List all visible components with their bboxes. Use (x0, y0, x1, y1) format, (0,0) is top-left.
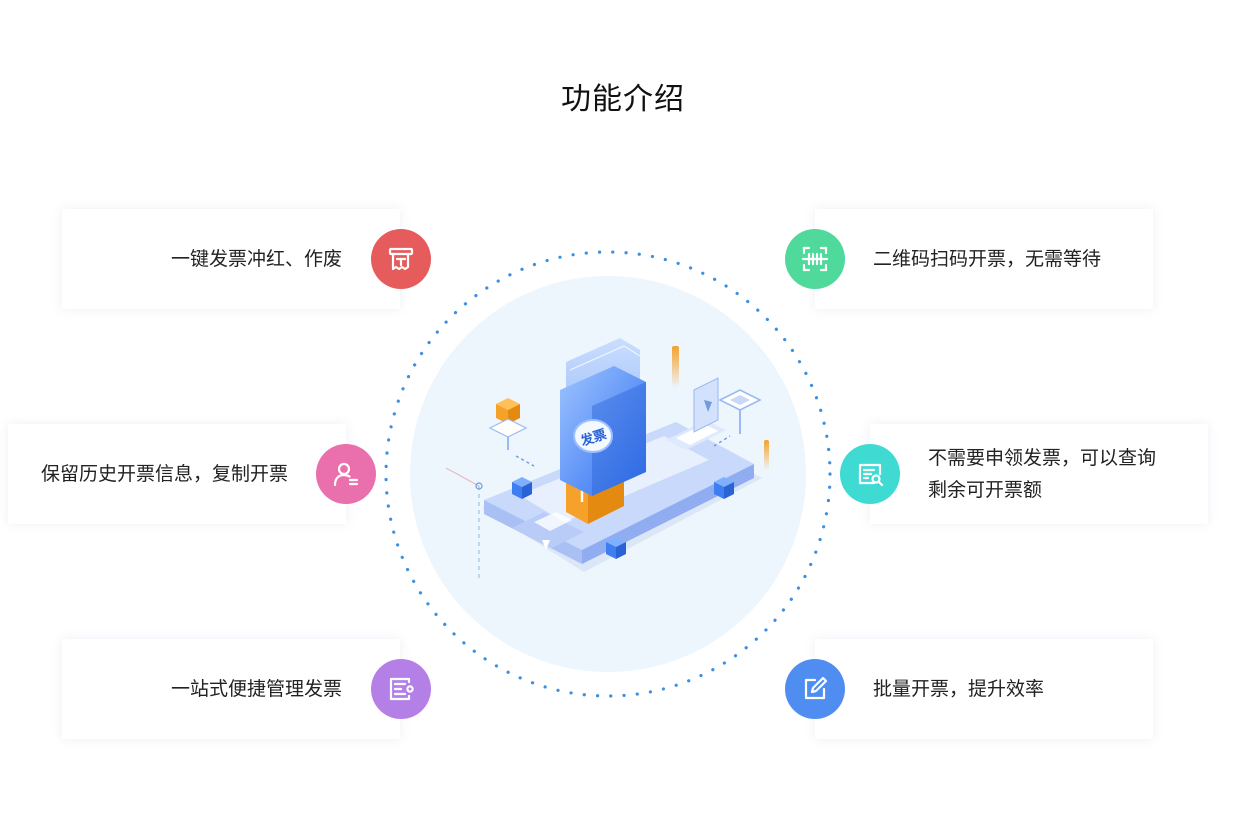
invoice-machine-illustration: 发票 (384, 250, 832, 698)
cube-right (714, 477, 734, 499)
center-illustration: 发票 (384, 250, 832, 698)
feature-text: 不需要申领发票，可以查询 剩余可开票额 (928, 442, 1156, 506)
page-title: 功能介绍 (561, 82, 685, 117)
feature-card-void-invoice: 一键发票冲红、作废 (62, 209, 400, 309)
feature-text: 批量开票，提升效率 (873, 678, 1045, 700)
cube-bottom (606, 537, 626, 559)
feature-text-line-2: 剩余可开票额 (928, 479, 1043, 501)
cube-left (512, 477, 532, 499)
list-icon (371, 659, 431, 719)
light-bar (672, 346, 679, 388)
feature-card-history: 保留历史开票信息，复制开票 (8, 424, 346, 524)
feature-card-one-stop: 一站式便捷管理发票 (62, 639, 400, 739)
feature-text: 一键发票冲红、作废 (170, 248, 342, 270)
feature-text: 保留历史开票信息，复制开票 (40, 463, 288, 485)
invoice-label: 发票 (578, 426, 609, 450)
user-list-icon (316, 444, 376, 504)
qr-scan-icon (785, 229, 845, 289)
feature-text-line-1: 不需要申领发票，可以查询 (928, 447, 1157, 469)
feature-text: 一站式便捷管理发票 (170, 678, 342, 700)
feature-card-batch: 批量开票，提升效率 (815, 639, 1153, 739)
feature-card-qr-invoice: 二维码扫码开票，无需等待 (815, 209, 1153, 309)
document-search-icon (840, 444, 900, 504)
feature-text: 二维码扫码开票，无需等待 (873, 248, 1102, 270)
light-bar (764, 440, 769, 470)
outline-square (718, 389, 762, 434)
receipt-icon (371, 229, 431, 289)
dotted-ring (384, 250, 832, 698)
feature-card-query: 不需要申领发票，可以查询 剩余可开票额 (870, 424, 1208, 524)
edit-icon (785, 659, 845, 719)
orange-cube (488, 398, 528, 450)
